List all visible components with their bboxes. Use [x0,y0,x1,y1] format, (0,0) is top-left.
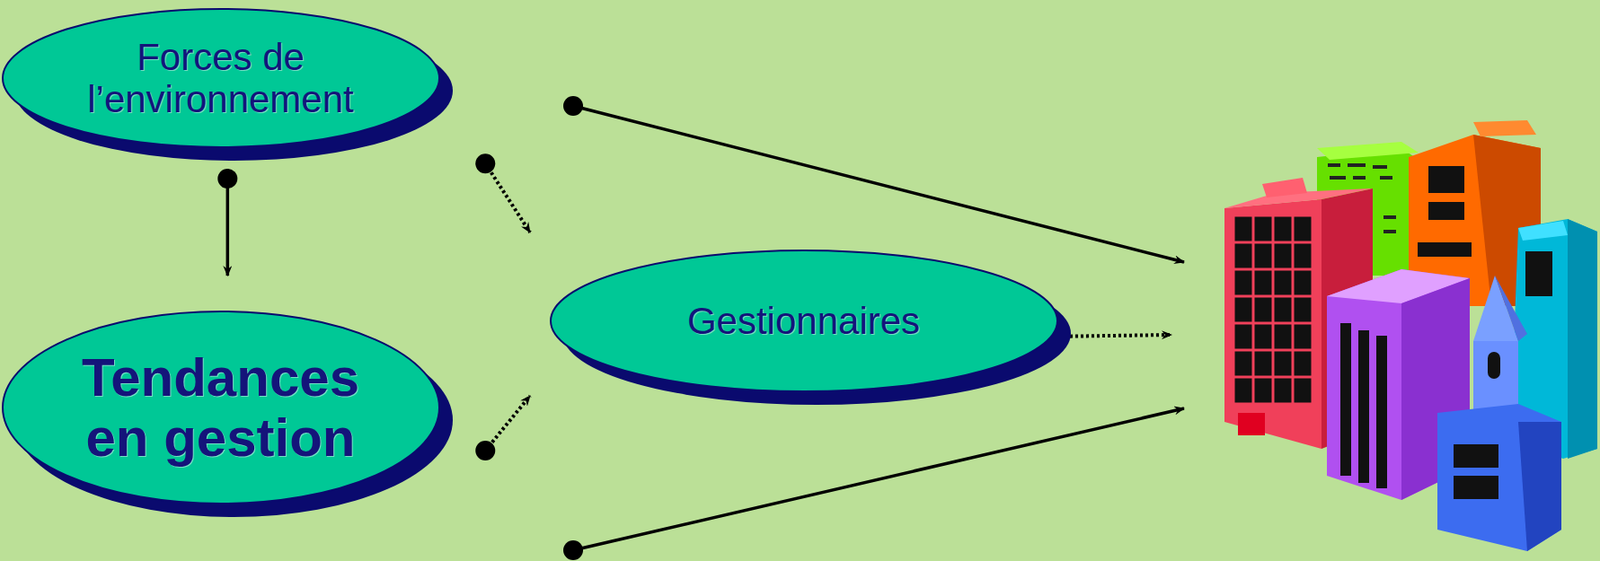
connector-group [475,396,531,461]
ellipse-fill [2,8,440,148]
ellipse-node: Tendances en gestion [1,310,441,505]
node-label: Gestionnaires [615,300,993,343]
solid-arrow [573,408,1185,551]
solid-arrow [573,106,1185,263]
text-group: Forces de l’environnement [59,35,383,121]
connector-group [217,168,238,276]
building [1317,141,1419,160]
text-group: Gestionnaires [615,300,993,343]
solid-arrow [226,178,230,276]
node-label: Tendances en gestion [59,347,383,469]
connector-dot [475,441,496,461]
dotted-arrow [485,163,531,233]
dotted-arrow [485,396,531,451]
buildings-illustration [1224,120,1598,552]
ellipse-node: Gestionnaires [549,249,1059,393]
node-label: Forces de l’environnement [59,35,383,121]
ellipse-fill [2,311,440,504]
building [1224,199,1322,450]
connector-group [475,153,531,233]
ellipse-fill [550,250,1058,392]
ellipse-node: Forces de l’environnement [1,8,441,149]
text-group: Tendances en gestion [59,347,383,469]
